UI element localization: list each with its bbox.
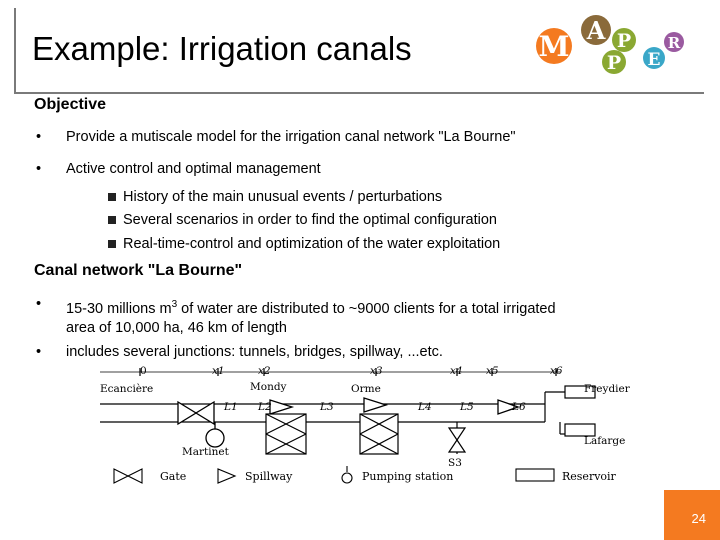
reservoir-icon (564, 385, 596, 399)
square-bullet (108, 216, 116, 224)
segment-label: L6 (511, 401, 526, 413)
svg-text:P: P (607, 52, 621, 74)
canal-bullet-2: includes several junctions: tunnels, bri… (66, 344, 443, 360)
spillway-icon (217, 468, 237, 484)
segment-label: L5 (459, 401, 474, 413)
gate-icon (177, 400, 215, 426)
segment-label: L1 (223, 401, 238, 413)
x-label: x6 (550, 365, 563, 377)
legend-gate-label: Gate (160, 470, 186, 483)
gate-icon (265, 413, 307, 455)
objective-subbullet-2: Several scenarios in order to find the o… (123, 212, 497, 228)
pumping-station-icon (205, 422, 225, 448)
x-label: 0 (140, 365, 147, 377)
page-number: 24 (691, 511, 706, 526)
segment-label: L3 (319, 401, 334, 413)
canal-network-diagram: 0 x1 x2 x3 x4 x5 x6 Ecancière Mondy Orme… (100, 365, 631, 484)
mondy-label: Mondy (250, 381, 287, 393)
lafarge-label: Lafarge (584, 435, 625, 447)
square-bullet (108, 193, 116, 201)
slide-title: Example: Irrigation canals (32, 30, 412, 67)
legend-spillway-label: Spillway (245, 470, 293, 483)
gate-icon (359, 413, 399, 455)
bullet-dot: • (36, 296, 42, 312)
svg-text:E: E (648, 50, 661, 70)
objective-heading: Objective (34, 96, 107, 113)
spillway-icon (497, 399, 520, 415)
pumping-station-icon (341, 466, 353, 484)
svg-text:A: A (586, 16, 606, 45)
diagram-legend: Gate Spillway Pumping station Reservoir (113, 466, 617, 484)
mapper-logo: M A P P E R (536, 15, 684, 74)
superscript: 3 (171, 299, 178, 310)
x-label: x5 (486, 365, 499, 377)
svg-text:P: P (617, 30, 631, 52)
canal-bullet-1-text-rest: of water are distributed to ~9000 client… (177, 300, 556, 317)
svg-text:R: R (668, 34, 681, 52)
objective-bullet-1: Provide a mutiscale model for the irriga… (66, 129, 516, 145)
martinet-label: Martinet (182, 446, 230, 458)
canal-bullet-1-text: 15-30 millions m (66, 300, 172, 317)
canal-bullet-1: 15-30 millions m3 of water are distribut… (66, 295, 556, 338)
freydier-label: Freydier (584, 383, 631, 395)
gate-icon (447, 422, 467, 454)
x-label: x3 (370, 365, 383, 377)
segment-label: L2 (257, 401, 272, 413)
title-vertical-rule (14, 8, 16, 94)
reservoir-icon (515, 468, 555, 482)
segment-label: L4 (417, 401, 432, 413)
bullet-dot: • (36, 344, 42, 360)
legend-reservoir-label: Reservoir (562, 470, 617, 483)
bullet-dot: • (36, 129, 42, 145)
legend-pumping-label: Pumping station (362, 470, 453, 483)
x-label: x4 (450, 365, 463, 377)
bullet-dot: • (36, 161, 42, 177)
gate-icon (113, 468, 143, 484)
spillway-icon (363, 397, 389, 413)
canal-bullet-1-line2: area of 10,000 ha, 46 km of length (66, 319, 287, 336)
source-label: Ecancière (100, 383, 153, 395)
spillway-icon (269, 399, 295, 415)
title-horizontal-rule (14, 92, 704, 94)
square-bullet (108, 240, 116, 248)
x-label: x1 (212, 365, 225, 377)
orme-label: Orme (351, 383, 381, 395)
x-label: x2 (258, 365, 271, 377)
objective-subbullet-1: History of the main unusual events / per… (123, 189, 443, 205)
canal-heading: Canal network "La Bourne" (34, 262, 243, 279)
s3-label: S3 (448, 457, 462, 469)
page-number-box: 24 (664, 490, 720, 540)
svg-text:M: M (539, 30, 570, 63)
reservoir-icon (564, 423, 596, 437)
objective-subbullet-3: Real-time-control and optimization of th… (123, 236, 501, 252)
objective-bullet-2: Active control and optimal management (66, 161, 321, 177)
